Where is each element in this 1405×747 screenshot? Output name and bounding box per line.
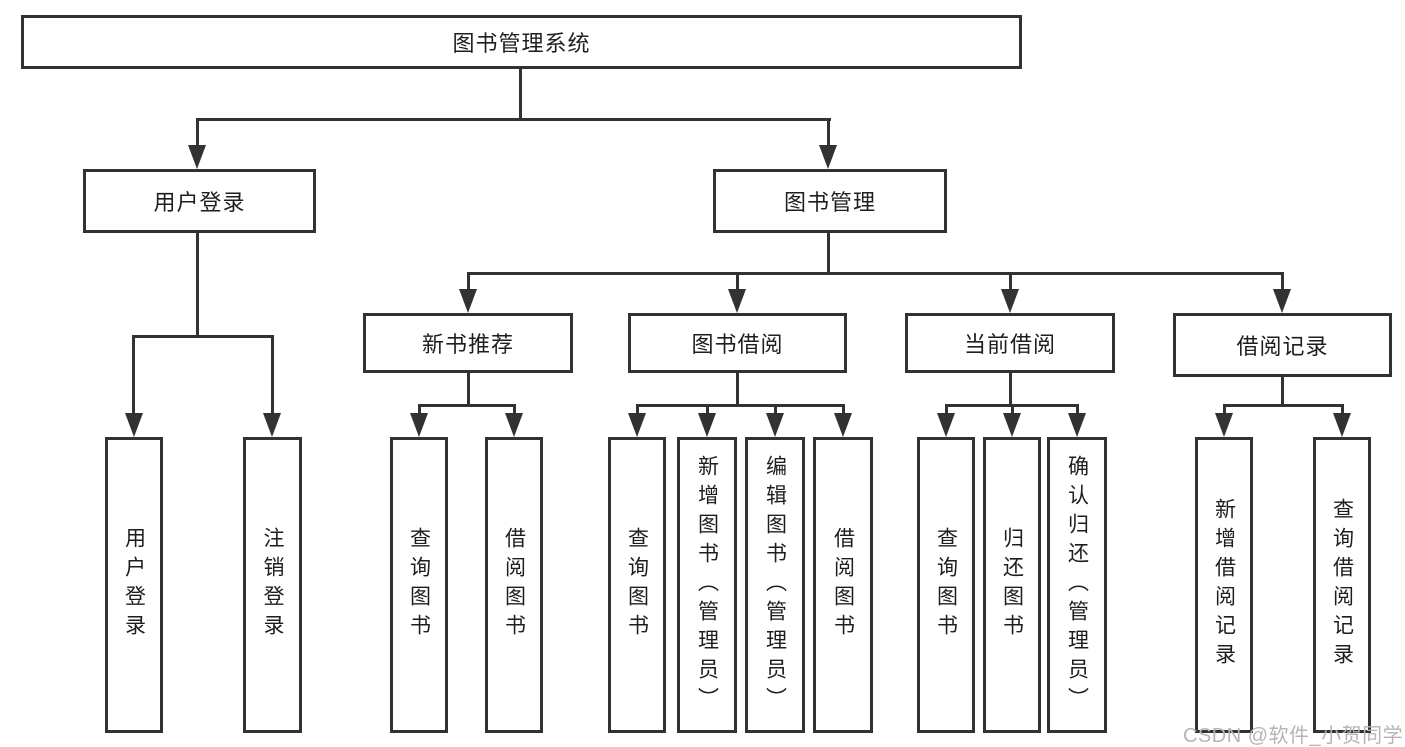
arrowhead [834,413,852,437]
connector-line [706,404,709,416]
connector-line [842,404,845,416]
leaf-label: 新增借阅记录 [1212,498,1236,672]
connector-line [513,404,516,416]
connector-line [1011,404,1014,416]
arrowhead [819,145,837,169]
connector-line [519,68,522,120]
connector-line [1223,404,1226,416]
connector-line [1076,404,1079,416]
arrowhead [937,413,955,437]
node-label: 图书管理系统 [452,31,591,56]
connector-line [736,372,739,407]
node-user-login: 用户登录 [83,169,316,233]
connector-line [418,404,515,407]
node-label: 新书推荐 [421,332,514,357]
leaf-label: 借阅图书 [502,527,526,643]
leaf-return-book: 归还图书 [983,437,1041,733]
leaf-label: 查询图书 [625,527,649,643]
arrowhead [1273,289,1291,313]
leaf-label: 确认归还（管理员） [1065,454,1089,716]
leaf-query-books-current: 查询图书 [917,437,975,733]
connector-line [197,118,831,121]
connector-line [636,404,844,407]
arrowhead [188,145,206,169]
connector-line [196,118,199,148]
arrowhead [125,413,143,437]
connector-line [636,404,639,416]
arrowhead [1215,413,1233,437]
arrowhead [1001,289,1019,313]
connector-line [418,404,421,416]
leaf-label: 借阅图书 [831,527,855,643]
leaf-query-borrow-record: 查询借阅记录 [1313,437,1371,733]
connector-line [827,118,830,148]
leaf-confirm-return-admin: 确认归还（管理员） [1047,437,1107,733]
leaf-logout: 注销登录 [243,437,302,733]
connector-line [1341,404,1344,416]
connector-line [736,272,739,292]
node-label: 用户登录 [153,190,246,215]
leaf-query-books-recommend: 查询图书 [390,437,448,733]
node-label: 当前借阅 [963,332,1056,357]
leaf-label: 编辑图书（管理员） [763,454,787,716]
arrowhead [505,413,523,437]
connector-line [1223,404,1343,407]
arrowhead [1003,413,1021,437]
node-label: 图书管理 [783,190,876,215]
connector-line [133,335,274,338]
connector-line [271,335,274,415]
arrowhead [766,413,784,437]
leaf-edit-book-admin: 编辑图书（管理员） [745,437,805,733]
leaf-label: 查询图书 [407,527,431,643]
connector-line [467,372,470,407]
arrowhead [698,413,716,437]
connector-line [467,272,1284,275]
node-book-borrow: 图书借阅 [628,313,847,373]
connector-line [827,232,830,274]
node-current-borrow: 当前借阅 [905,313,1115,373]
leaf-borrow-books-recommend: 借阅图书 [485,437,543,733]
connector-line [774,404,777,416]
leaf-user-login: 用户登录 [105,437,163,733]
connector-line [1009,272,1012,292]
leaf-label: 查询借阅记录 [1330,498,1354,672]
arrowhead [1333,413,1351,437]
arrowhead [263,413,281,437]
leaf-label: 归还图书 [1000,527,1024,643]
connector-line [945,404,948,416]
connector-line [1009,372,1012,407]
leaf-label: 用户登录 [122,527,146,643]
leaf-add-book-admin: 新增图书（管理员） [677,437,737,733]
connector-line [196,232,199,337]
leaf-label: 新增图书（管理员） [695,454,719,716]
leaf-query-books-borrow: 查询图书 [608,437,666,733]
csdn-watermark: CSDN @软件_小贺同学 [1183,725,1404,747]
connector-line [132,335,135,415]
node-library-management-system: 图书管理系统 [21,15,1022,69]
leaf-label: 注销登录 [261,527,284,643]
connector-line [467,272,470,292]
arrowhead [410,413,428,437]
leaf-add-borrow-record: 新增借阅记录 [1195,437,1253,733]
connector-line [1281,376,1284,407]
arrowhead [1068,413,1086,437]
arrowhead [628,413,646,437]
node-label: 图书借阅 [691,332,784,357]
leaf-label: 查询图书 [934,527,958,643]
arrowhead [459,289,477,313]
connector-line [1281,272,1284,292]
node-new-book-recommend: 新书推荐 [363,313,573,373]
leaf-borrow-books: 借阅图书 [813,437,873,733]
node-label: 借阅记录 [1236,334,1329,359]
arrowhead [728,289,746,313]
node-borrow-records: 借阅记录 [1173,313,1392,377]
node-book-management: 图书管理 [713,169,947,233]
